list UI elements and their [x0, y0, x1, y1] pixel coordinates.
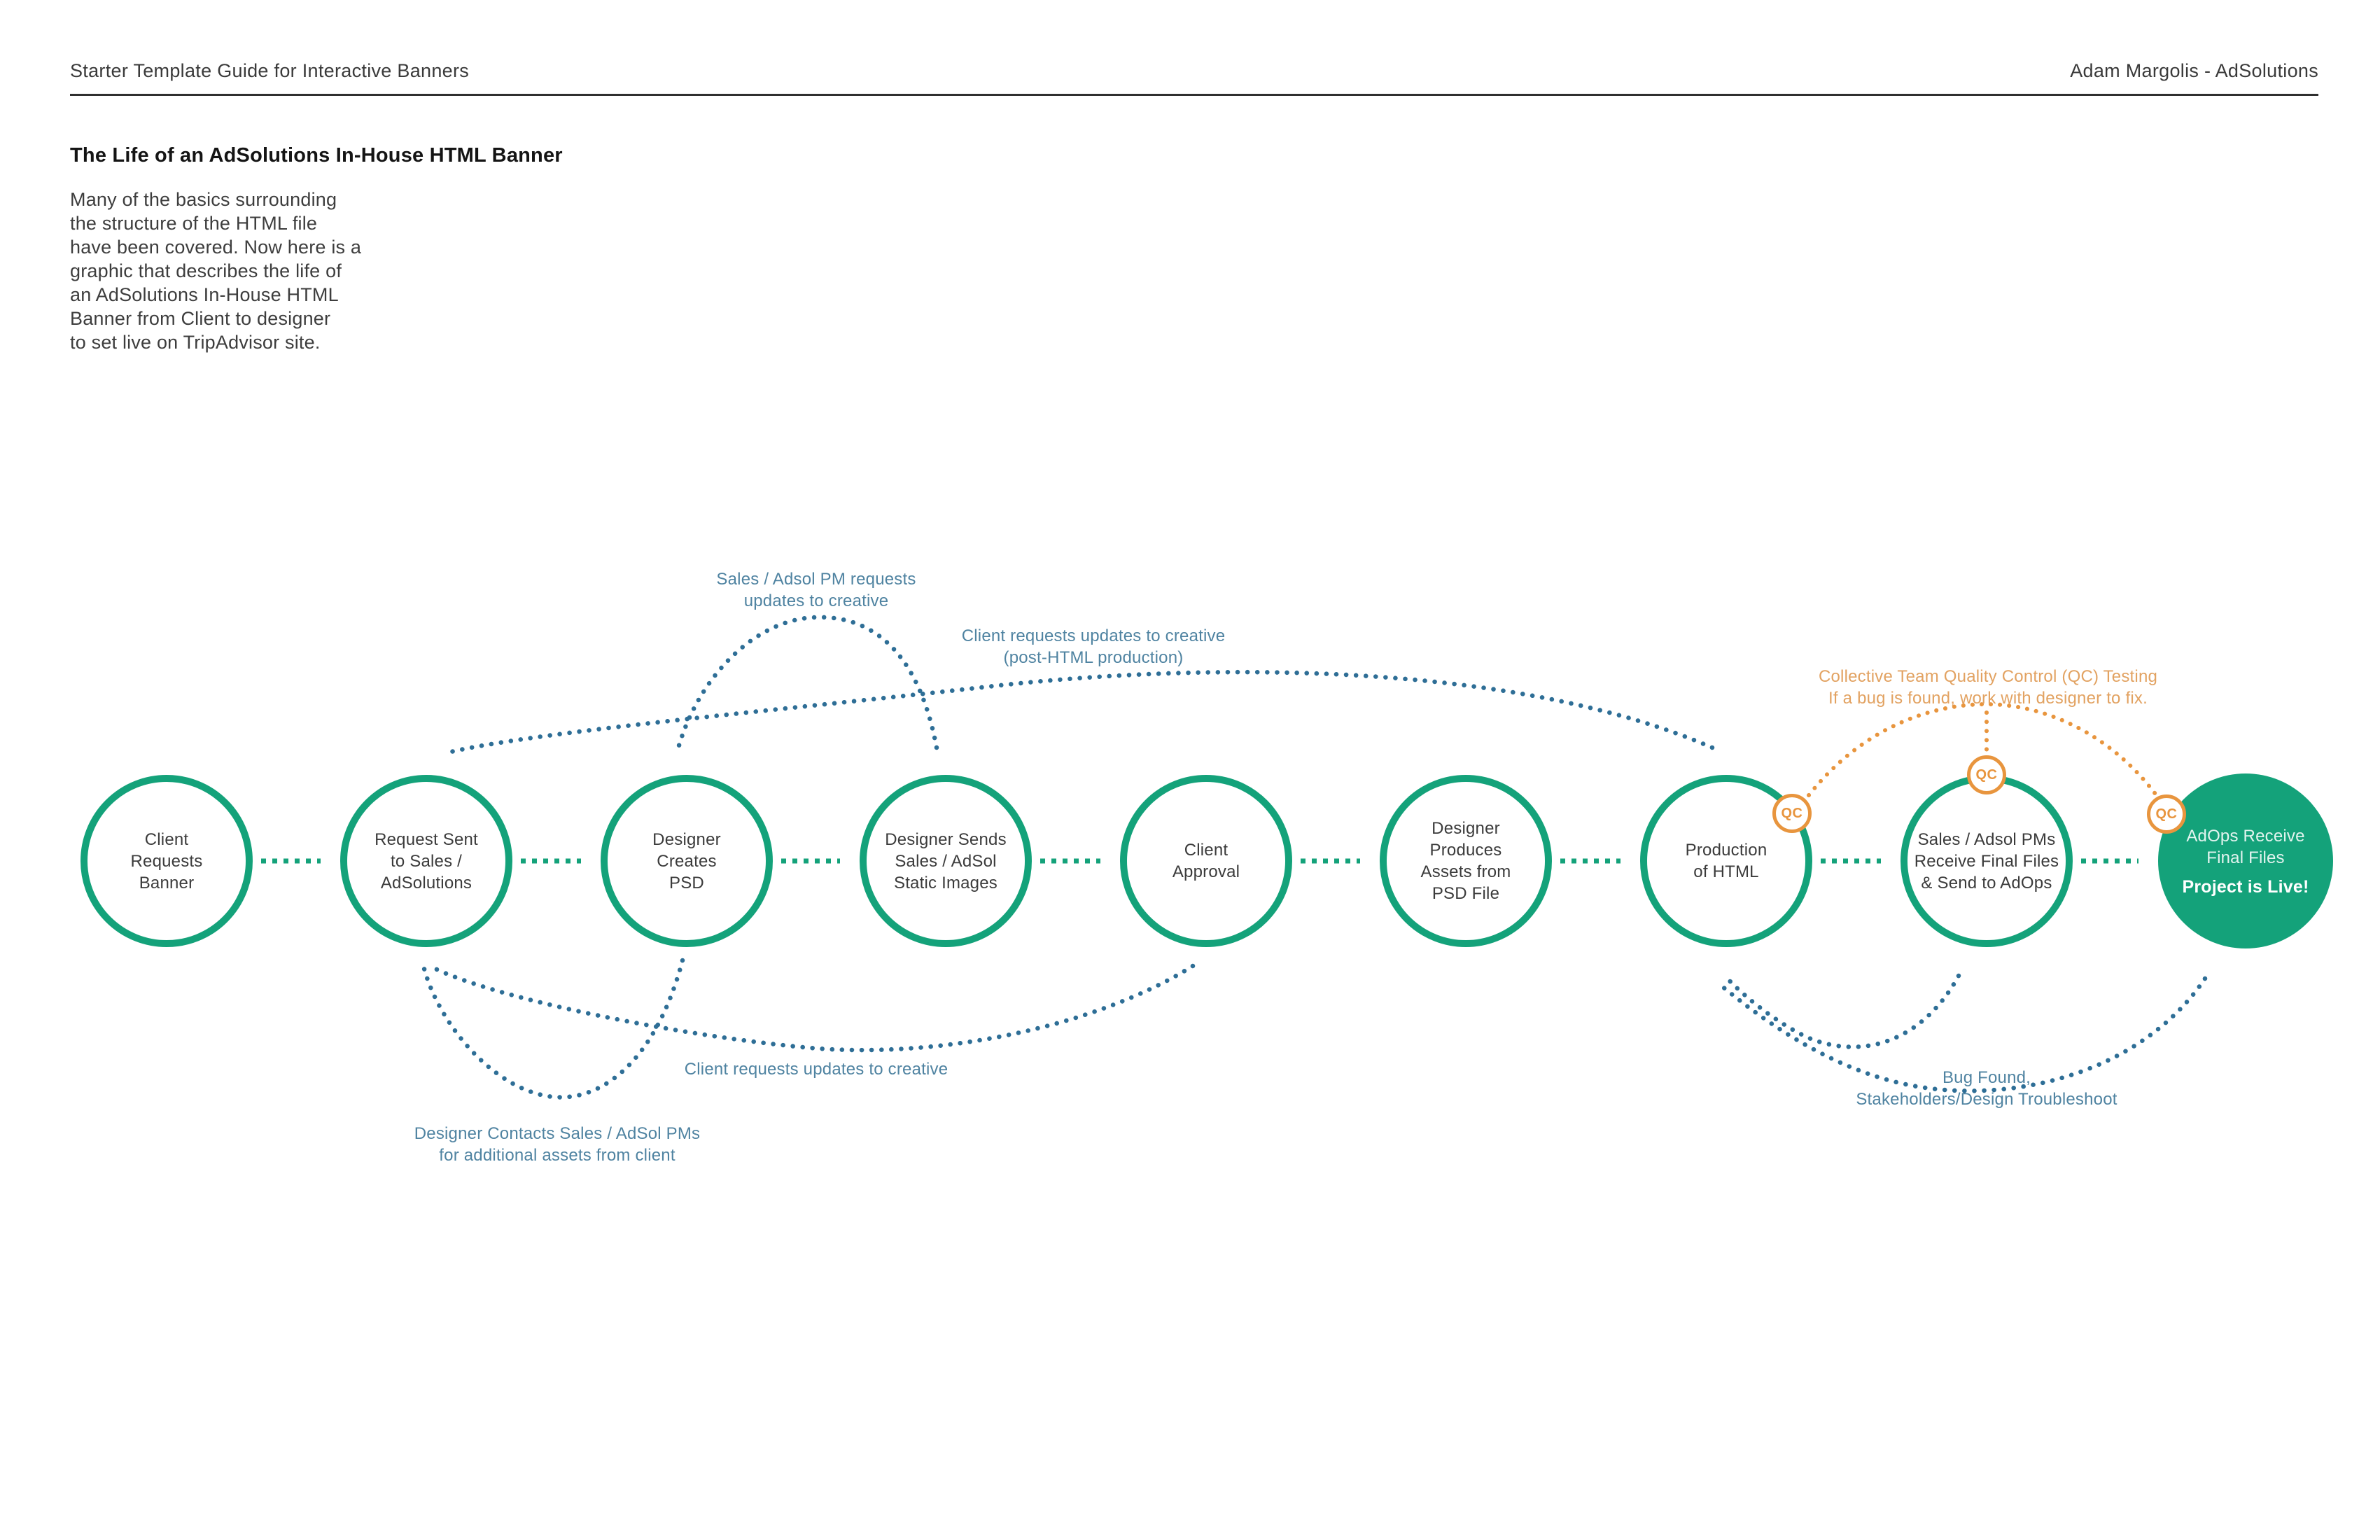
step-designer-sends-statics: Designer Sends Sales / AdSol Static Imag… [860, 775, 1032, 947]
final-step-label: AdOps Receive Final Files [2186, 826, 2305, 867]
note-qc-testing: Collective Team Quality Control (QC) Tes… [1818, 667, 2158, 708]
intro-heading: The Life of an AdSolutions In-House HTML… [70, 144, 563, 167]
note-designer-contacts: Designer Contacts Sales / AdSol PMs for … [414, 1124, 701, 1165]
arc-designer-contacts [421, 958, 685, 1100]
arc-client-updates [430, 963, 1196, 1053]
header-left-title: Starter Template Guide for Interactive B… [70, 60, 470, 81]
qc-badge-production: QC [1772, 794, 1812, 833]
note-client-updates: Client requests updates to creative [684, 1060, 948, 1079]
note-client-updates-post-html: Client requests updates to creative (pos… [961, 626, 1226, 667]
note-bug-found: Bug Found, Stakeholders/Design Troublesh… [1856, 1068, 2118, 1109]
final-step-sublabel: Project is Live! [2182, 876, 2309, 897]
intro-paragraph: Many of the basics surrounding the struc… [70, 189, 362, 353]
arc-qc-testing [1807, 701, 2160, 799]
arc-sales-pm-updates [675, 615, 939, 753]
arc-client-updates-post-html [442, 669, 1715, 756]
step-client-approval: Client Approval [1120, 775, 1292, 947]
step-designer-produces-assets: Designer Produces Assets from PSD File [1380, 775, 1552, 947]
step-sales-pms-receive-files: Sales / Adsol PMs Receive Final Files & … [1900, 775, 2073, 947]
arc-bug-found-sales [1722, 973, 1961, 1049]
qc-badge-sales-pms: QC [1967, 755, 2006, 794]
step-project-is-live: AdOps Receive Final Files Project is Liv… [2158, 774, 2333, 948]
step-client-requests-banner: Client Requests Banner [80, 775, 253, 947]
note-sales-pm-updates: Sales / Adsol PM requests updates to cre… [716, 570, 916, 610]
qc-badge-adops: QC [2147, 794, 2186, 834]
step-request-sent-to-sales: Request Sent to Sales / AdSolutions [340, 775, 512, 947]
step-designer-creates-psd: Designer Creates PSD [601, 775, 773, 947]
header-right-title: Adam Margolis - AdSolutions [2070, 60, 2318, 81]
header-divider [70, 94, 2318, 96]
arc-bug-found-adops [1715, 976, 2208, 1093]
